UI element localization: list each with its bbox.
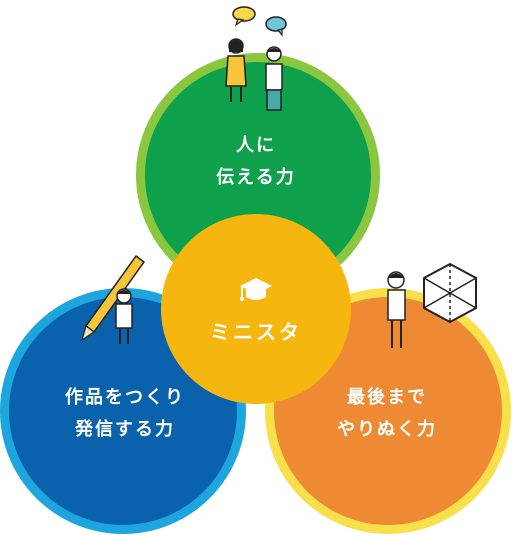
- person-thinking-with-cube-illustration: [387, 262, 477, 348]
- brand-name: ミニスタ: [210, 320, 302, 344]
- person-with-pencil-illustration: [80, 254, 146, 344]
- label-create-share-line2: 発信する力: [75, 419, 175, 440]
- label-communicate-line1: 人に: [236, 135, 276, 156]
- label-communicate: 人に 伝える力: [186, 130, 326, 194]
- label-create-share-line1: 作品をつくり: [65, 387, 185, 408]
- label-communicate-line2: 伝える力: [216, 167, 296, 188]
- graduation-cap-icon: [240, 278, 272, 301]
- label-persevere: 最後まで やりぬく力: [292, 382, 482, 446]
- label-persevere-line2: やりぬく力: [337, 419, 437, 440]
- label-persevere-line1: 最後まで: [347, 387, 427, 408]
- people-talking-illustration: [225, 6, 287, 111]
- label-create-share: 作品をつくり 発信する力: [30, 382, 220, 446]
- circle-center-brand: [161, 214, 351, 404]
